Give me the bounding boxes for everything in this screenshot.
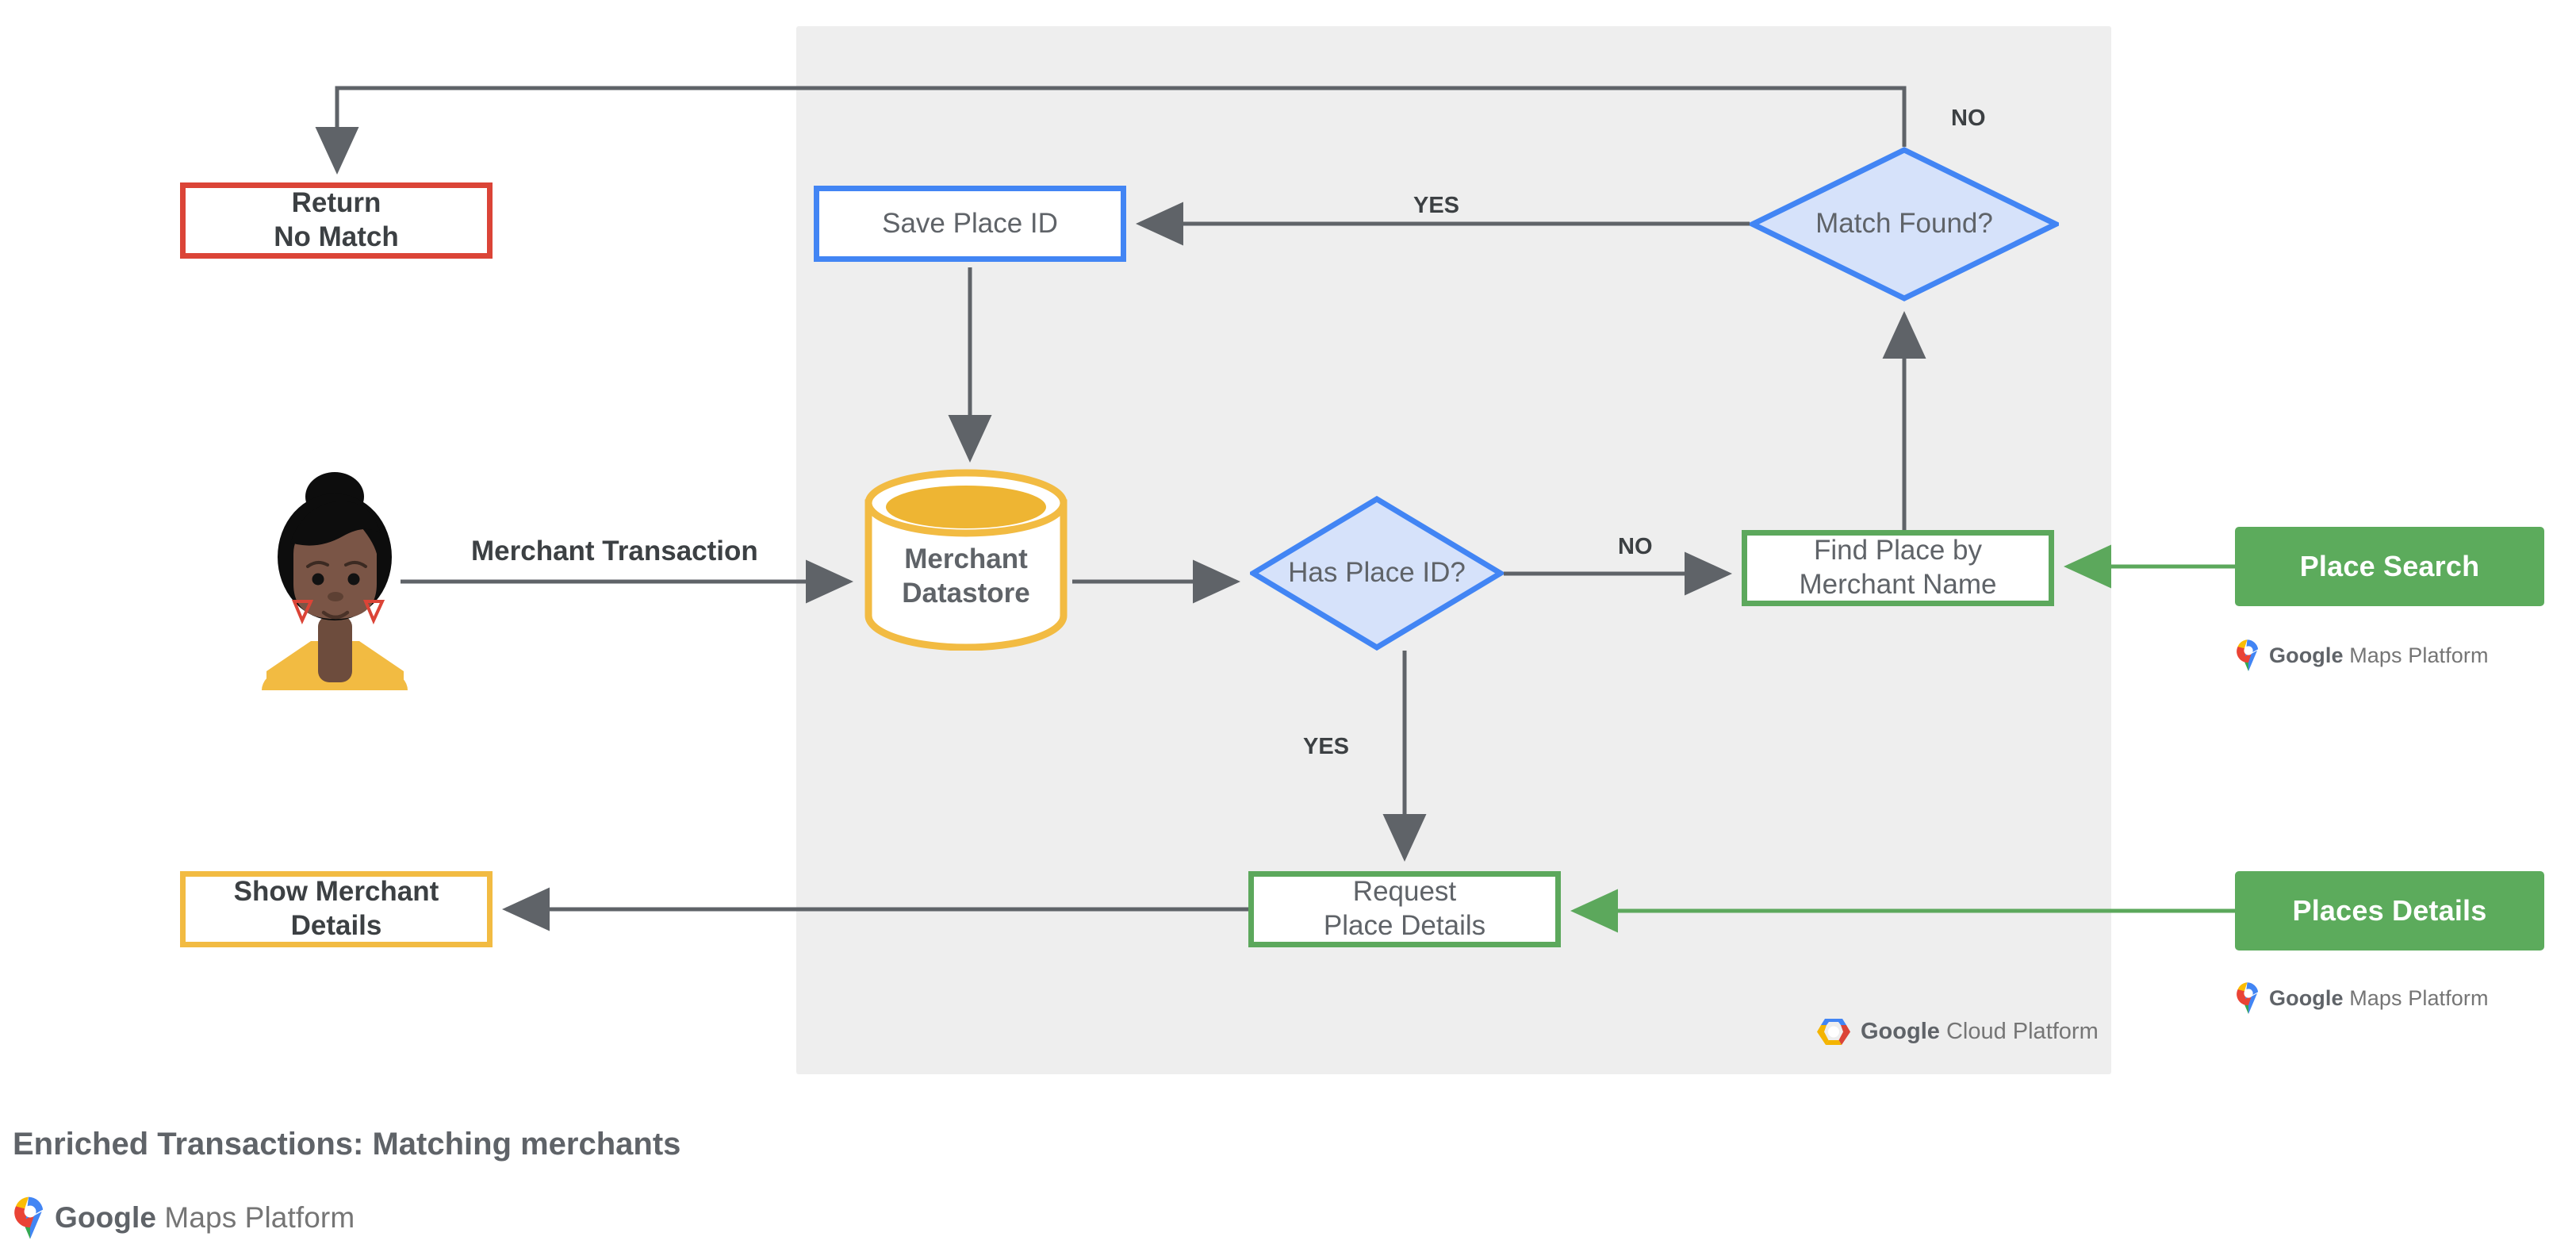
google-cloud-platform-text: Google Cloud Platform <box>1861 1019 2099 1045</box>
diamond-shape <box>1746 147 2062 301</box>
diamond-shape <box>1248 495 1506 651</box>
cloud-platform-hex-icon <box>1817 1019 1850 1045</box>
decision-match-found-line1: Match <box>1815 208 1892 240</box>
node-find-place-by-merchant-name[interactable]: Find Place by Merchant Name <box>1742 530 2054 606</box>
brand-maps-platform: Maps Platform <box>2343 985 2489 1010</box>
decision-match-found-label: Match Found? <box>1750 147 2059 301</box>
google-maps-platform-lockup: Google Maps Platform <box>2237 639 2489 671</box>
brand-cloud-platform: Cloud Platform <box>1939 1018 2099 1044</box>
cylinder-shape <box>864 469 1068 651</box>
maps-pin-icon <box>14 1196 44 1239</box>
brand-maps-platform: Maps Platform <box>2343 643 2489 667</box>
decision-has-place-id[interactable]: Has Place ID? <box>1248 495 1506 651</box>
node-save-place-id-label: Save Place ID <box>882 207 1058 239</box>
brand-maps-platform: Maps Platform <box>156 1201 355 1234</box>
maps-pin-icon <box>2237 982 2259 1014</box>
decision-has-place-id-line2: Place ID? <box>1345 557 1466 589</box>
brand-google: Google <box>2269 985 2344 1010</box>
node-save-place-id[interactable]: Save Place ID <box>814 186 1126 262</box>
chip-places-details-label: Places Details <box>2292 894 2487 927</box>
edge-label-merchant-transaction: Merchant Transaction <box>471 536 758 566</box>
chip-place-search-label: Place Search <box>2299 550 2480 582</box>
footer-google-maps-platform-lockup: Google Maps Platform <box>14 1196 355 1239</box>
google-maps-platform-text: Google Maps Platform <box>2269 986 2489 1011</box>
node-merchant-datastore[interactable]: Merchant Datastore <box>863 468 1069 651</box>
node-return-no-match-line1: Return <box>291 187 381 219</box>
node-show-merchant-details[interactable]: Show Merchant Details <box>180 871 493 947</box>
edge-label-no-findplace: NO <box>1618 534 1653 559</box>
node-show-merchant-details-line2: Details <box>290 910 382 941</box>
node-return-no-match[interactable]: Return No Match <box>180 182 493 259</box>
node-request-place-details[interactable]: Request Place Details <box>1248 871 1561 947</box>
brand-google: Google <box>1861 1018 1940 1044</box>
node-merchant-datastore-line2: Datastore <box>902 578 1030 609</box>
edge-label-no-return: NO <box>1951 106 1986 131</box>
decision-match-found[interactable]: Match Found? <box>1746 147 2062 301</box>
google-maps-platform-text: Google Maps Platform <box>2269 643 2489 668</box>
edge-label-yes-request: YES <box>1303 734 1350 759</box>
google-maps-platform-lockup: Google Maps Platform <box>2237 982 2489 1014</box>
node-request-place-details-line2: Place Details <box>1323 910 1486 941</box>
edge-label-yes-save: YES <box>1413 193 1460 218</box>
node-find-place-line2: Merchant Name <box>1799 569 1997 600</box>
google-maps-platform-text: Google Maps Platform <box>55 1201 355 1235</box>
node-show-merchant-details-line1: Show Merchant <box>233 876 439 908</box>
brand-google: Google <box>55 1201 157 1234</box>
decision-match-found-line2: Found? <box>1899 208 1993 240</box>
decision-has-place-id-label: Has Place ID? <box>1250 496 1504 651</box>
node-request-place-details-line1: Request <box>1352 876 1457 908</box>
diagram-caption: Enriched Transactions: Matching merchant… <box>13 1127 681 1162</box>
edge-no-return <box>315 86 1907 175</box>
node-return-no-match-line2: No Match <box>274 221 399 252</box>
user-avatar <box>262 472 408 690</box>
chip-place-search[interactable]: Place Search <box>2235 527 2544 606</box>
node-merchant-datastore-line1: Merchant <box>904 543 1028 575</box>
node-find-place-line1: Find Place by <box>1813 535 1983 566</box>
brand-google: Google <box>2269 643 2344 667</box>
decision-has-place-id-line1: Has <box>1288 557 1338 589</box>
google-cloud-platform-lockup: Google Cloud Platform <box>1816 1016 2099 1047</box>
chip-places-details[interactable]: Places Details <box>2235 871 2544 951</box>
node-merchant-datastore-label: Merchant Datastore <box>863 503 1069 651</box>
maps-pin-icon <box>2237 639 2259 671</box>
